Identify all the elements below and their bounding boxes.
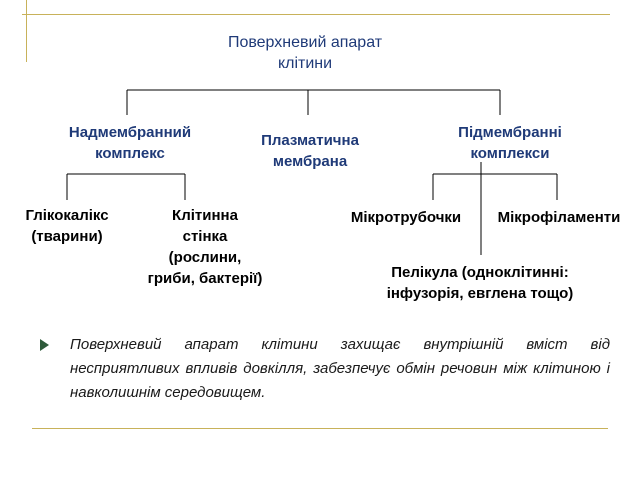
description-text: Поверхневий апарат клітини захищає внутр… bbox=[70, 336, 610, 401]
branch-supramembrane: Надмембранний комплекс bbox=[68, 124, 192, 162]
diagram-title: Поверхневий апарат клітини bbox=[227, 34, 383, 72]
left-rule bbox=[26, 0, 27, 62]
top-rule bbox=[22, 14, 610, 15]
leaf-microfilaments: Мікрофіламенти bbox=[497, 209, 621, 226]
leaf-microtubules: Мікротрубочки bbox=[350, 209, 462, 226]
leaf-pellicle: Пелікула (одноклітинні: інфузорія, евгле… bbox=[386, 264, 574, 302]
bullet-icon bbox=[40, 339, 49, 351]
leaf-glycocalyx: Глікокалікс (тварини) bbox=[25, 207, 109, 245]
leaf-cell-wall: Клітинна стінка (рослини, гриби, бактері… bbox=[147, 207, 263, 287]
branch-plasma-membrane: Плазматична мембрана bbox=[261, 132, 359, 170]
bottom-rule bbox=[32, 428, 608, 429]
branch-submembrane: Підмембранні комплекси bbox=[458, 124, 562, 162]
